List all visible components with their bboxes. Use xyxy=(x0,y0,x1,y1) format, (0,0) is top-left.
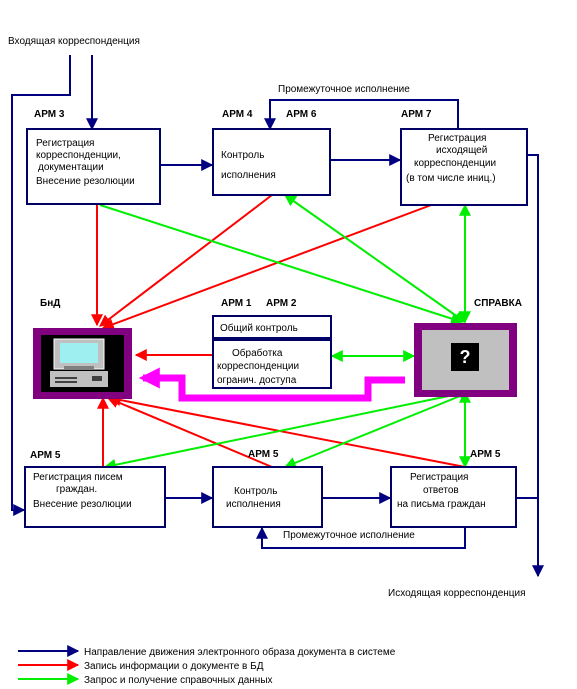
citizen-reply-line-2: ответов xyxy=(423,485,459,496)
write-control-to-db xyxy=(99,194,273,327)
query-citizen-reg-reference xyxy=(103,391,469,471)
citizen-reply-box xyxy=(390,466,517,528)
query-control-reference xyxy=(284,194,466,323)
reference-label: СПРАВКА xyxy=(474,298,522,309)
citizen-reply-line-1: Регистрация xyxy=(410,472,468,483)
query-citizen-control-reference xyxy=(283,390,472,469)
outgoing-label: Исходящая корреспонденция xyxy=(388,588,526,599)
legend-text-flow: Направление движения электронного образа… xyxy=(84,646,396,658)
monitor-screen xyxy=(60,343,98,363)
flow-bottom-loop xyxy=(256,526,466,549)
arm7-label: АРМ 7 xyxy=(401,109,432,120)
citizen-reg-line-1: Регистрация писем xyxy=(33,472,123,483)
citizen-registration-box xyxy=(24,466,166,528)
outgoing-registration-box xyxy=(400,128,528,206)
outgoing-line-4: (в том числе иниц.) xyxy=(406,173,496,184)
citizen-control-line-2: исполнения xyxy=(226,499,281,510)
control-line-3: исполнения xyxy=(221,170,276,181)
processing-line-1: Обработка xyxy=(232,347,283,359)
question-mark: ? xyxy=(460,347,471,367)
arm1-label: АРМ 1 xyxy=(221,298,252,309)
flow-lines xyxy=(11,55,544,578)
write-citizen-control-to-db xyxy=(106,396,273,468)
registration-line-1: Регистрация xyxy=(36,138,94,149)
arm2-label: АРМ 2 xyxy=(266,298,297,309)
write-citizen-reply-to-db xyxy=(108,394,466,468)
arm4-label: АРМ 4 xyxy=(222,109,253,120)
database-node xyxy=(33,328,132,399)
question-icon xyxy=(451,343,479,371)
db-label: БнД xyxy=(40,298,60,309)
arm6-label: АРМ 6 xyxy=(286,109,317,120)
flow-to-outgoing-exit xyxy=(527,154,544,578)
arm5-right-label: АРМ 5 xyxy=(470,449,501,460)
processing-line-2: корреспонденции xyxy=(217,361,299,372)
flow-top-loop xyxy=(264,99,459,131)
incoming-label: Входящая корреспонденция xyxy=(8,36,140,47)
reference-node: ? xyxy=(414,323,517,397)
citizen-reg-line-2: граждан. xyxy=(56,484,97,495)
query-lines xyxy=(99,194,472,471)
legend-text-write: Запись информации о документе в БД xyxy=(84,660,264,672)
registration-line-3: документации xyxy=(38,162,104,173)
outgoing-line-3: корреспонденции xyxy=(414,158,496,169)
citizen-control-box xyxy=(212,466,323,528)
outgoing-line-1: Регистрация xyxy=(428,133,486,144)
citizen-reg-line-3: Внесение резолюции xyxy=(33,499,132,510)
control-line-1: Контроль xyxy=(221,150,264,161)
legend: Направление движения электронного образа… xyxy=(18,645,396,686)
arm5-mid-label: АРМ 5 xyxy=(248,449,279,460)
registration-line-4: Внесение резолюции xyxy=(36,176,135,187)
outgoing-line-2: исходящей xyxy=(436,145,487,156)
top-loop-label: Промежуточное исполнение xyxy=(278,84,410,95)
general-control-text: Общий контроль xyxy=(220,322,298,334)
legend-text-query: Запрос и получение справочных данных xyxy=(84,675,273,686)
control-box xyxy=(212,128,331,196)
processing-line-3: огранич. доступа xyxy=(217,375,297,386)
registration-line-2: корреспонденции, xyxy=(36,150,121,161)
arm3-label: АРМ 3 xyxy=(34,109,65,120)
arm5-left-label: АРМ 5 xyxy=(30,450,61,461)
citizen-reply-line-3: на письма граждан xyxy=(397,499,486,510)
bottom-loop-label: Промежуточное исполнение xyxy=(283,530,415,541)
general-control-box xyxy=(212,315,332,339)
processing-box xyxy=(212,339,332,389)
registration-box xyxy=(26,128,161,205)
sync-reference-to-db xyxy=(138,367,405,402)
flow-incoming-to-citizen-reg xyxy=(11,55,71,516)
citizen-control-line-1: Контроль xyxy=(234,486,277,497)
